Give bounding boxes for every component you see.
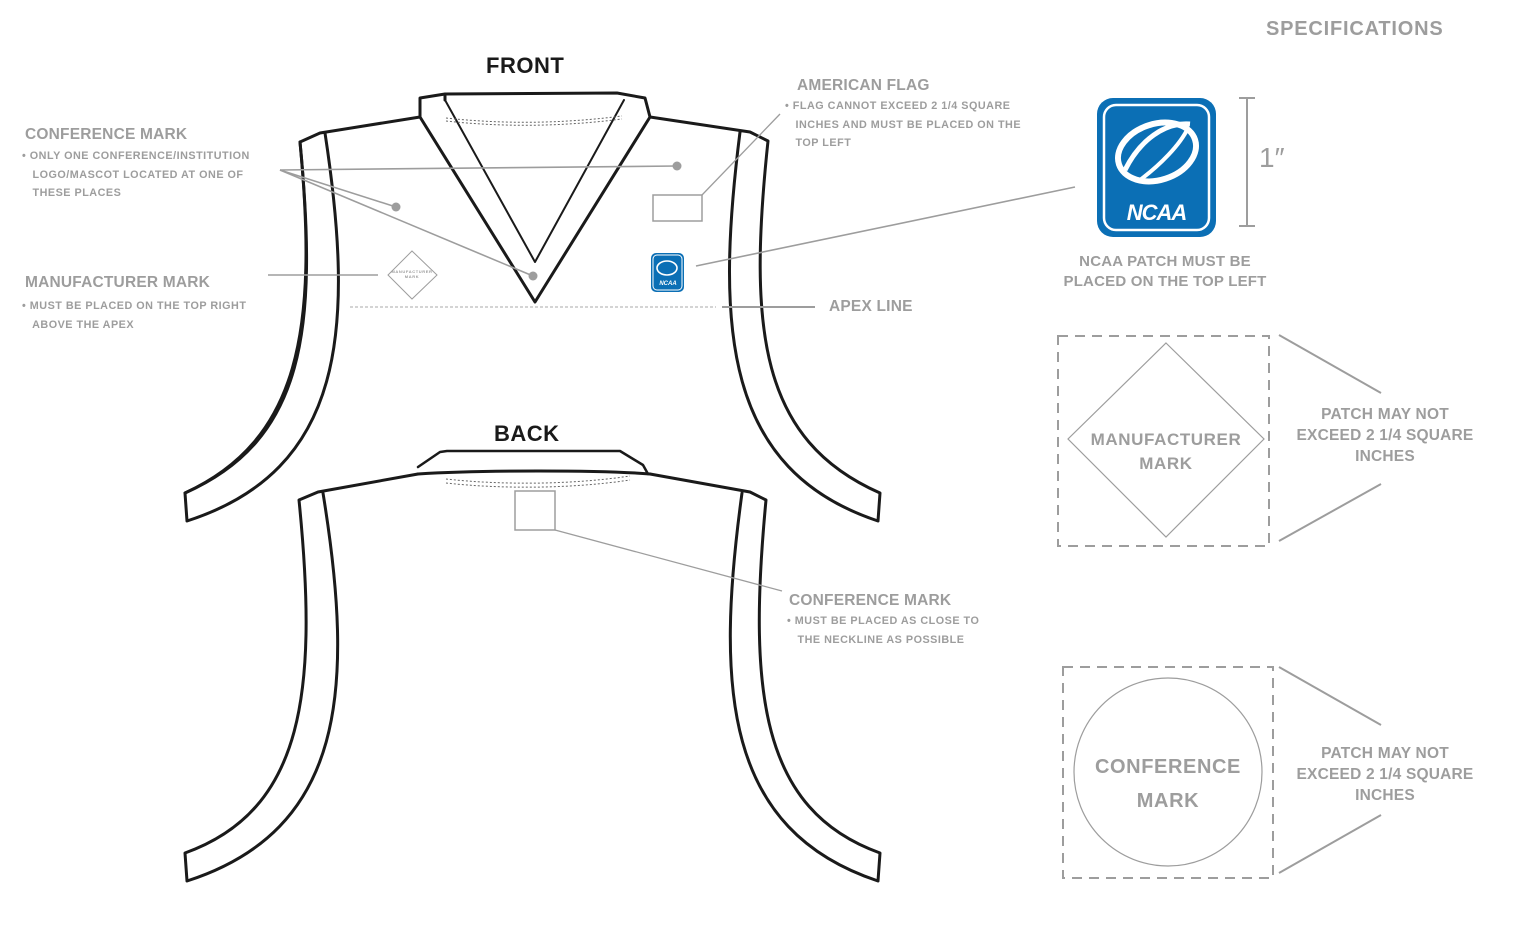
american-flag-placeholder <box>652 194 703 222</box>
front-neck-stitch <box>445 115 623 123</box>
ncaa-patch-small <box>651 253 684 292</box>
conference-spec-label: CONFERENCE MARK <box>1094 756 1241 812</box>
specifications-title: SPECIFICATIONS <box>1266 18 1444 40</box>
back-neck-stitch <box>445 475 631 484</box>
american-flag-body: • FLAG CANNOT EXCEED 2 1/4 SQUARE INCHES… <box>785 100 1022 149</box>
conference-circle <box>1073 677 1263 867</box>
conference-spec-note: PATCH MAY NOT EXCEED 2 1/4 SQUARE INCHES <box>1296 745 1474 804</box>
conference-spec-box <box>1062 666 1274 879</box>
apex-line-label: APEX LINE <box>829 298 913 315</box>
ncaa-patch-large <box>1097 98 1216 237</box>
dimension-label: 1″ <box>1259 142 1285 173</box>
american-flag-title: AMERICAN FLAG <box>797 77 930 94</box>
conference-back-title: CONFERENCE MARK <box>789 592 952 609</box>
manufacturer-spec-note: PATCH MAY NOT EXCEED 2 1/4 SQUARE INCHES <box>1296 406 1474 465</box>
manufacturer-mark-small <box>387 250 438 300</box>
front-jersey-outline <box>183 91 882 523</box>
conference-front-title: CONFERENCE MARK <box>25 126 188 143</box>
manufacturer-spec-label: MANUFACTURER MARK <box>1090 430 1242 473</box>
front-view-label: FRONT <box>486 53 565 78</box>
conference-front-body: • ONLY ONE CONFERENCE/INSTITUTION LOGO/M… <box>22 150 250 199</box>
manufacturer-note-leaders <box>1278 334 1382 542</box>
manufacturer-mark-small-text: MANUFACTURER MARK <box>391 269 433 279</box>
conference-placement-dots <box>391 161 682 281</box>
manufacturer-body: • MUST BE PLACED ON THE TOP RIGHT ABOVE … <box>22 300 247 331</box>
ncaa-leader <box>695 186 1076 267</box>
back-view-label: BACK <box>494 421 560 446</box>
manufacturer-diamond <box>1067 342 1265 538</box>
manufacturer-title: MANUFACTURER MARK <box>25 274 211 291</box>
manufacturer-spec-box <box>1057 335 1270 547</box>
ncaa-patch-caption: NCAA PATCH MUST BE PLACED ON THE TOP LEF… <box>1063 253 1267 290</box>
conference-note-leaders <box>1278 666 1382 874</box>
conference-back-body: • MUST BE PLACED AS CLOSE TO THE NECKLIN… <box>787 615 980 646</box>
ncaa-logo-text: NCAA <box>1126 200 1188 225</box>
conference-front-leaders <box>279 165 678 277</box>
back-jersey-outline <box>183 449 882 883</box>
dimension-bracket <box>1239 97 1255 227</box>
conference-back-placeholder <box>514 490 556 531</box>
ncaa-small-text: NCAA <box>659 281 677 287</box>
